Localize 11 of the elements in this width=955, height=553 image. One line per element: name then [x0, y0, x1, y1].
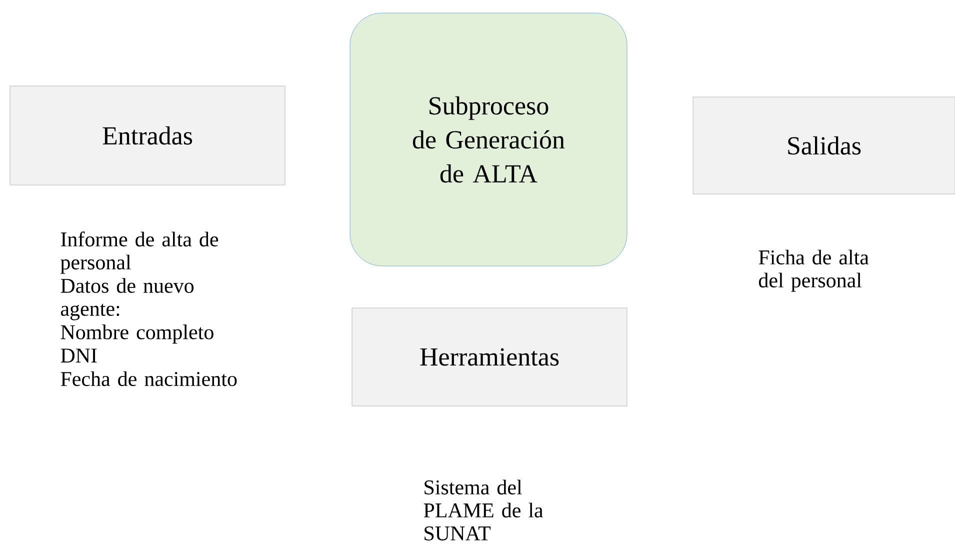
note-text: Informe de alta de personal — [60, 232, 218, 274]
note-text: DNI — [60, 348, 97, 363]
category-box: Salidas — [692, 96, 955, 194]
note-text: Sistema del PLAME de la SUNAT — [424, 480, 544, 540]
category-box: Entradas — [10, 86, 286, 186]
note-text: Nombre completo — [60, 324, 214, 344]
note-text: Datos de nuevo agente: — [60, 278, 194, 320]
process-box: Subproceso de Generación de ALTA — [350, 12, 628, 266]
category-box: Herramientas — [352, 308, 628, 406]
note-text: Fecha de nacimiento — [60, 371, 237, 386]
note-text: Ficha de alta del personal — [758, 250, 869, 292]
